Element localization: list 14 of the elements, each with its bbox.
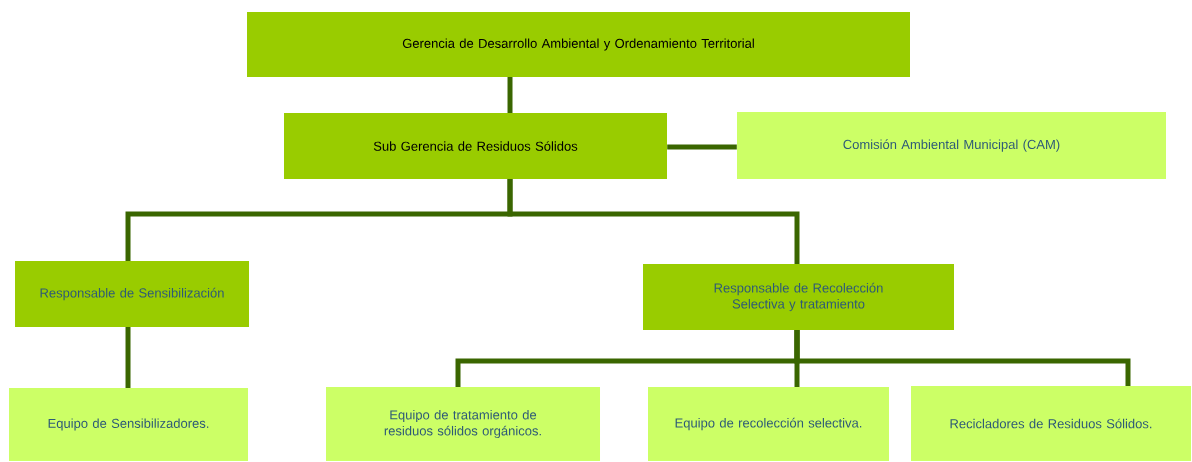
org-box: Recicladores de Residuos Sólidos.	[911, 386, 1191, 461]
org-box: Responsable de Recolección Selectiva y tratamiento	[643, 264, 954, 330]
org-box: Comisión Ambiental Municipal (CAM)	[737, 112, 1166, 179]
org-box: Responsable de Sensibilización	[15, 261, 249, 327]
connector-line	[667, 144, 737, 150]
connector-line	[507, 179, 800, 264]
org-box: Equipo de tratamiento de residuos sólidos orgánicos.	[326, 387, 600, 461]
org-box: Equipo de Sensibilizadores.	[9, 388, 248, 461]
org-box: Gerencia de Desarrollo Ambiental y Ordenamiento Territorial	[247, 12, 910, 77]
connector-line	[794, 330, 1131, 386]
connector-line	[507, 77, 513, 113]
connector-line	[125, 327, 131, 388]
org-box: Equipo de recolección selectiva.	[648, 387, 889, 461]
org-box: Sub Gerencia de Residuos Sólidos	[284, 113, 667, 179]
